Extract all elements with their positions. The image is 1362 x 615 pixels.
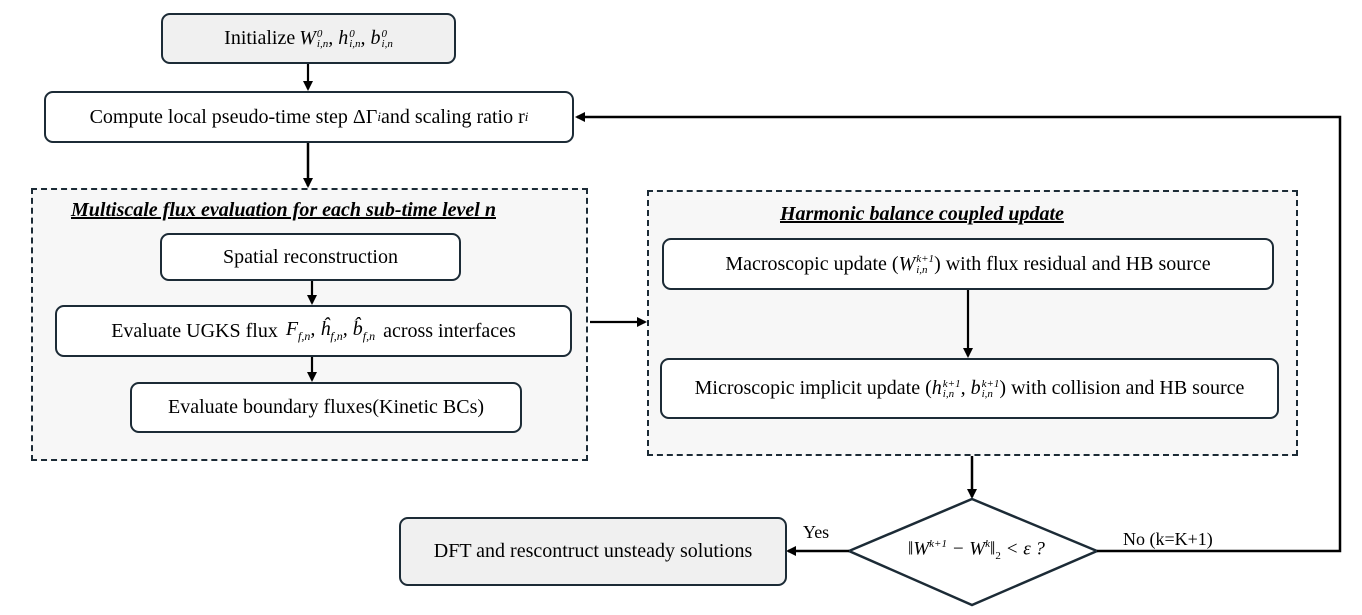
dft-box: DFT and rescontruct unsteady solutions — [399, 517, 787, 586]
yes-label: Yes — [803, 522, 830, 542]
ugks-flux-box: Evaluate UGKS flux Ff,n, ĥf,n, b̂f,n acr… — [55, 305, 572, 357]
arrow-decision-no-loop — [575, 112, 1342, 553]
harmonic-group-title: Harmonic balance coupled update — [780, 203, 1064, 225]
convergence-condition: ‖Wk+1 − Wk‖2 < ε ? — [908, 538, 1045, 563]
multiscale-group-title: Multiscale flux evaluation for each sub-… — [71, 199, 496, 221]
spatial-reconstruction-box: Spatial reconstruction — [160, 233, 461, 281]
ugks-flux-formula: Ff,n, ĥf,n, b̂f,n — [285, 318, 376, 343]
no-label: No (k=K+1) — [1123, 529, 1213, 549]
boundary-flux-box: Evaluate boundary fluxes(Kinetic BCs) — [130, 382, 522, 433]
convergence-diamond — [845, 497, 1101, 607]
